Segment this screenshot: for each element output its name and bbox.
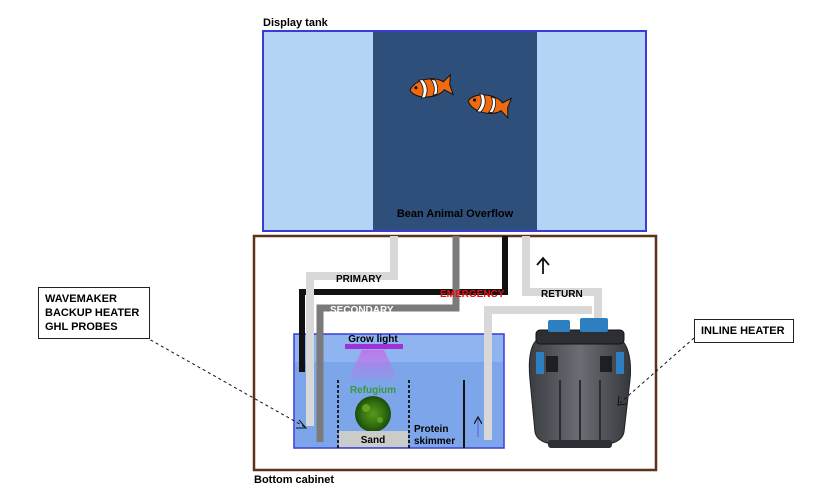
display-tank-label: Display tank bbox=[263, 17, 329, 29]
refugium-label: Refugium bbox=[350, 385, 396, 396]
macroalgae-ball bbox=[355, 396, 391, 432]
protein-skimmer-label-2: skimmer bbox=[414, 436, 455, 447]
inline-heater-label: INLINE HEATER bbox=[701, 325, 785, 337]
overflow-label: Bean Animal Overflow bbox=[397, 208, 514, 220]
filter-intake-pipe bbox=[484, 306, 592, 440]
callout-line-wavemaker: WAVEMAKER bbox=[45, 293, 117, 305]
protein-skimmer-label-1: Protein bbox=[414, 424, 448, 435]
secondary-label: SECONDARY bbox=[330, 305, 394, 316]
display-tank-water-column bbox=[373, 32, 537, 230]
inline-heater-callout: INLINE HEATER bbox=[694, 319, 794, 343]
grow-light-label: Grow light bbox=[348, 334, 398, 345]
wavemaker-callout: WAVEMAKER BACKUP HEATER GHL PROBES bbox=[38, 287, 150, 339]
clownfish-icon bbox=[467, 93, 513, 120]
sand-bed bbox=[339, 431, 408, 447]
emergency-label: EMERGENCY bbox=[440, 289, 505, 300]
primary-pipe bbox=[306, 236, 398, 426]
sand-label: Sand bbox=[361, 435, 385, 446]
return-label: RETURN bbox=[541, 289, 583, 300]
grow-light-beam bbox=[348, 350, 398, 380]
clownfish-icon bbox=[409, 73, 455, 99]
primary-label: PRIMARY bbox=[336, 274, 382, 285]
bottom-cabinet-label: Bottom cabinet bbox=[254, 474, 334, 486]
inline-heater-leader-line bbox=[619, 337, 695, 404]
secondary-pipe bbox=[316, 236, 460, 442]
emergency-pipe bbox=[299, 236, 508, 372]
up-arrow-icon bbox=[536, 256, 550, 274]
callout-line-ghl-probes: GHL PROBES bbox=[45, 321, 118, 333]
wavemaker-leader-line bbox=[139, 333, 306, 428]
return-pipe bbox=[522, 236, 602, 320]
canister-filter-icon bbox=[528, 318, 631, 448]
grow-light-bar bbox=[345, 344, 403, 349]
callout-line-backup-heater: BACKUP HEATER bbox=[45, 307, 140, 319]
